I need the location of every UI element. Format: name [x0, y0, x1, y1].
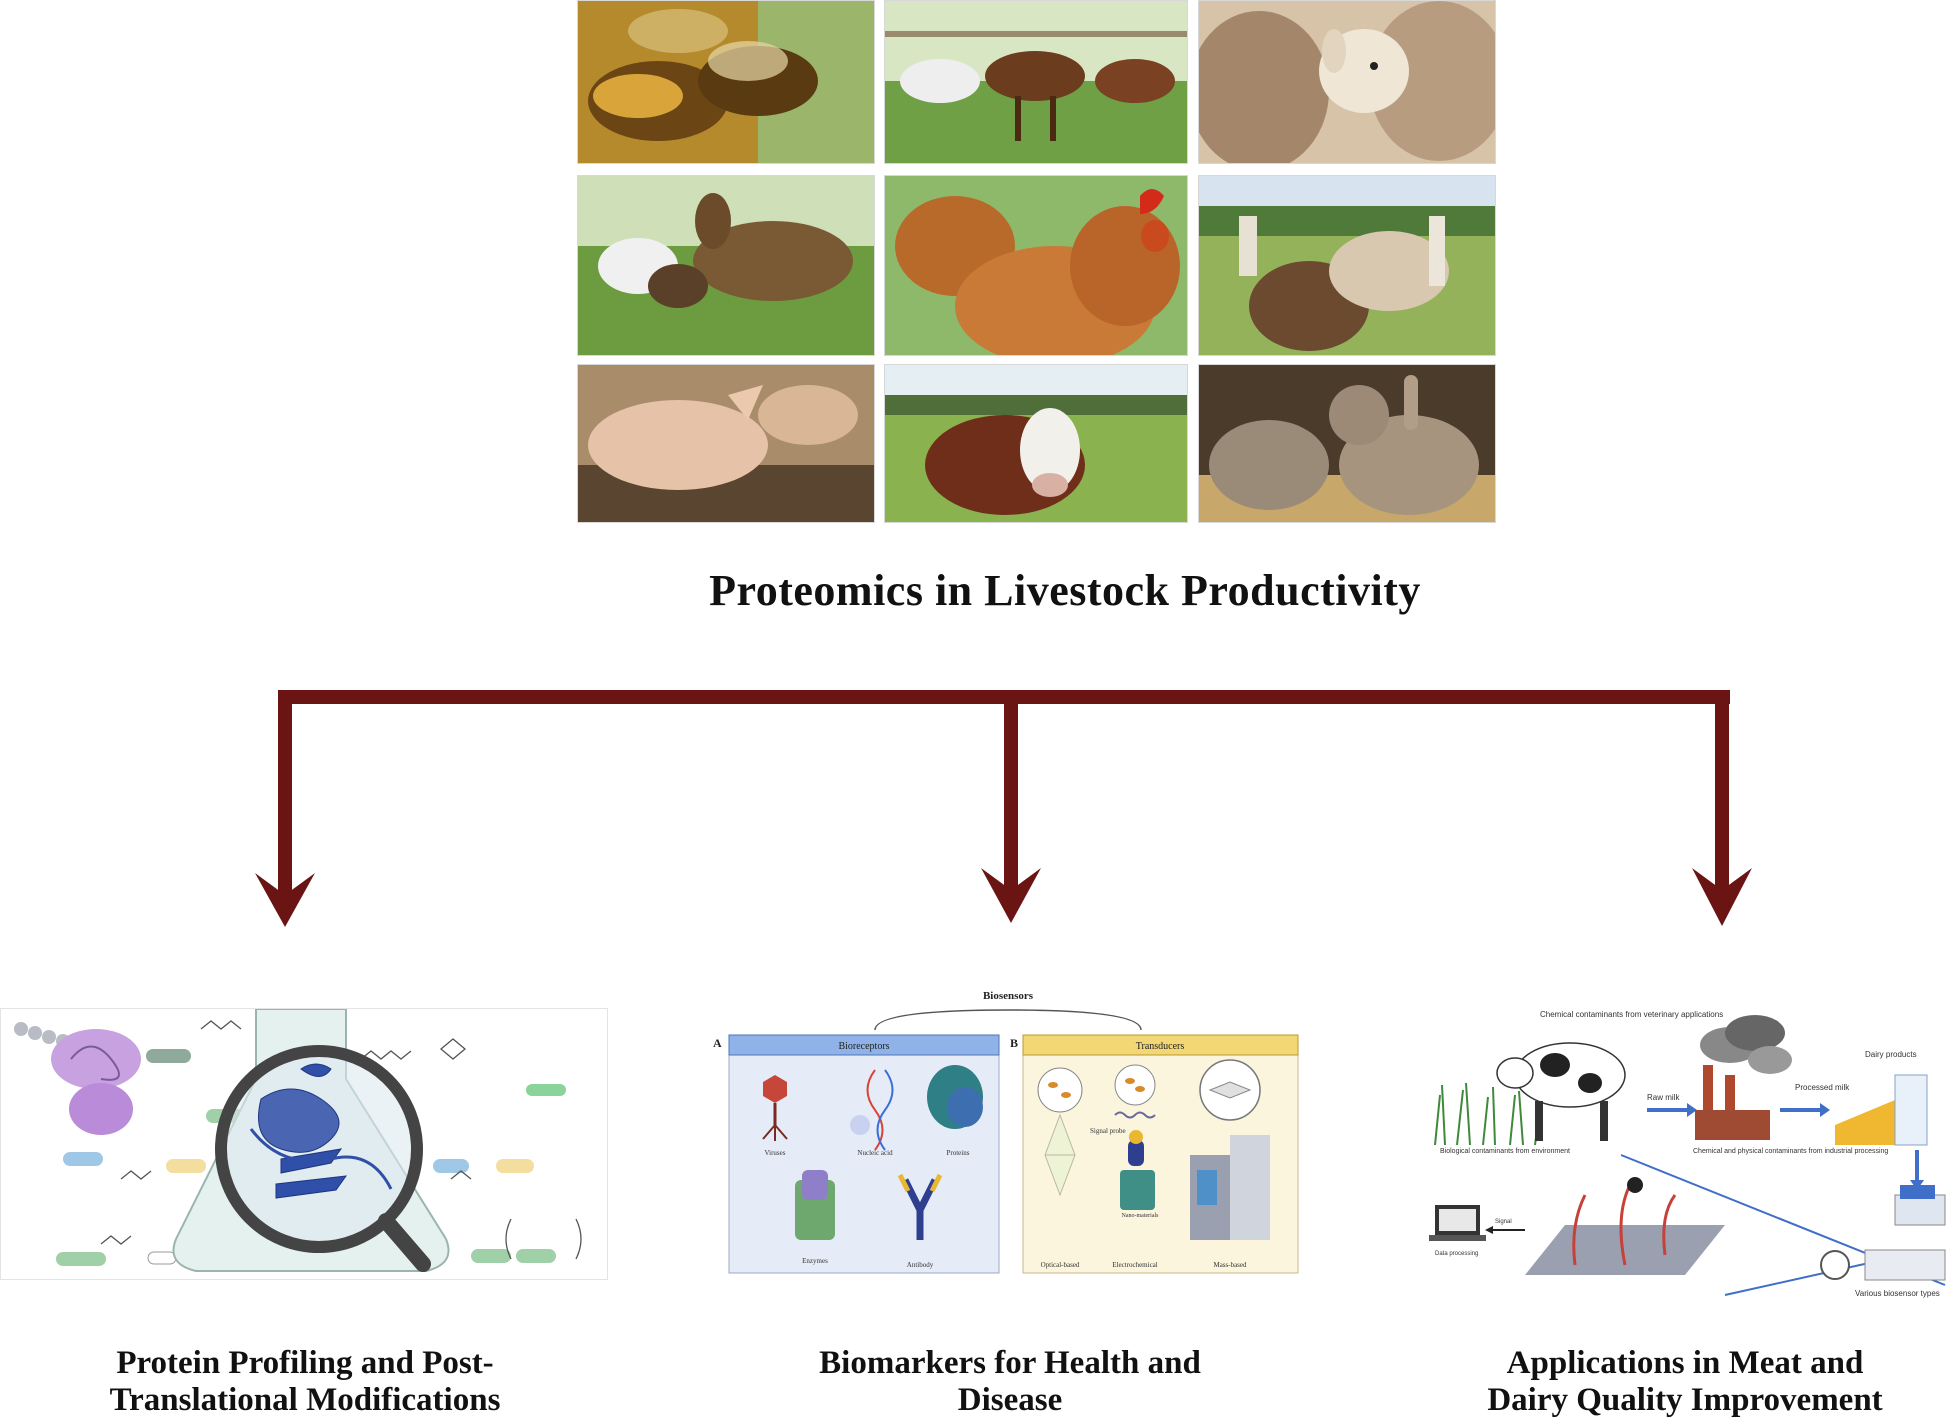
- receptor-nucleic-acid: Nucleic acid: [857, 1149, 893, 1157]
- caption-biomarkers: Biomarkers for Health and Disease: [745, 1345, 1275, 1419]
- caption-biomarkers-line1: Biomarkers for Health and: [819, 1345, 1201, 1381]
- bioreceptors-label: Bioreceptors: [838, 1041, 889, 1052]
- biological-env-label: Biological contaminants from environment: [1440, 1148, 1570, 1155]
- photo-bees: [577, 0, 875, 164]
- receptor-antibody: Antibody: [907, 1261, 934, 1269]
- biosensor-types-label: Various biosensor types: [1855, 1289, 1940, 1298]
- raw-milk-label: Raw milk: [1647, 1093, 1680, 1102]
- photo-cow: [884, 364, 1188, 523]
- photo-sheep: [1198, 0, 1496, 164]
- receptor-proteins: Proteins: [947, 1149, 970, 1157]
- ptm-illustration: [0, 1008, 608, 1280]
- industrial-label: Chemical and physical contaminants from …: [1693, 1148, 1888, 1155]
- transducers-label: Transducers: [1136, 1041, 1185, 1052]
- photo-goats: [577, 175, 875, 356]
- signal-probe-label: Signal probe: [1090, 1127, 1126, 1135]
- photo-pigs: [577, 364, 875, 523]
- transducer-electrochemical: Electrochemical: [1112, 1261, 1158, 1269]
- biosensors-diagram: Biosensors A B Bioreceptors Viruses Nucl…: [710, 985, 1306, 1277]
- caption-protein-profiling: Protein Profiling and Post- Translationa…: [40, 1345, 570, 1419]
- transducer-mass: Mass-based: [1213, 1261, 1247, 1269]
- nano-label: Nano-materials: [1122, 1213, 1160, 1219]
- dairy-quality-diagram: Chemical contaminants from veterinary ap…: [1425, 1005, 1949, 1301]
- receptor-viruses: Viruses: [765, 1149, 786, 1157]
- panel-a-letter: A: [713, 1036, 722, 1050]
- transducers-header: [1022, 1034, 1299, 1056]
- chemical-vet-label: Chemical contaminants from veterinary ap…: [1540, 1010, 1723, 1019]
- receptor-enzymes: Enzymes: [802, 1257, 828, 1265]
- caption-protein-profiling-line2: Translational Modifications: [109, 1382, 501, 1418]
- dairy-products-label: Dairy products: [1865, 1050, 1917, 1059]
- photo-horses: [884, 0, 1188, 164]
- arrow-head-left: [255, 873, 315, 927]
- transducer-optical: Optical-based: [1041, 1261, 1080, 1269]
- processed-milk-label: Processed milk: [1795, 1083, 1850, 1092]
- data-processing-label: Data processing: [1435, 1251, 1478, 1257]
- biosensors-title: Biosensors: [983, 990, 1034, 1002]
- photo-llamas-alpacas: [1198, 175, 1496, 356]
- caption-biomarkers-line2: Disease: [957, 1382, 1063, 1418]
- panel-b-letter: B: [1010, 1036, 1018, 1050]
- caption-meat-dairy-line2: Dairy Quality Improvement: [1487, 1382, 1883, 1418]
- photo-chickens: [884, 175, 1188, 356]
- arrow-head-right: [1692, 868, 1752, 926]
- photo-rabbits: [1198, 364, 1496, 523]
- caption-protein-profiling-line1: Protein Profiling and Post-: [116, 1345, 494, 1381]
- arrow-head-middle: [981, 868, 1041, 923]
- signal-label: Signal: [1495, 1219, 1512, 1225]
- caption-meat-dairy-line1: Applications in Meat and: [1506, 1345, 1864, 1381]
- bioreceptors-header: [728, 1034, 1000, 1056]
- caption-meat-dairy: Applications in Meat and Dairy Quality I…: [1420, 1345, 1949, 1419]
- main-title: Proteomics in Livestock Productivity: [709, 566, 1421, 615]
